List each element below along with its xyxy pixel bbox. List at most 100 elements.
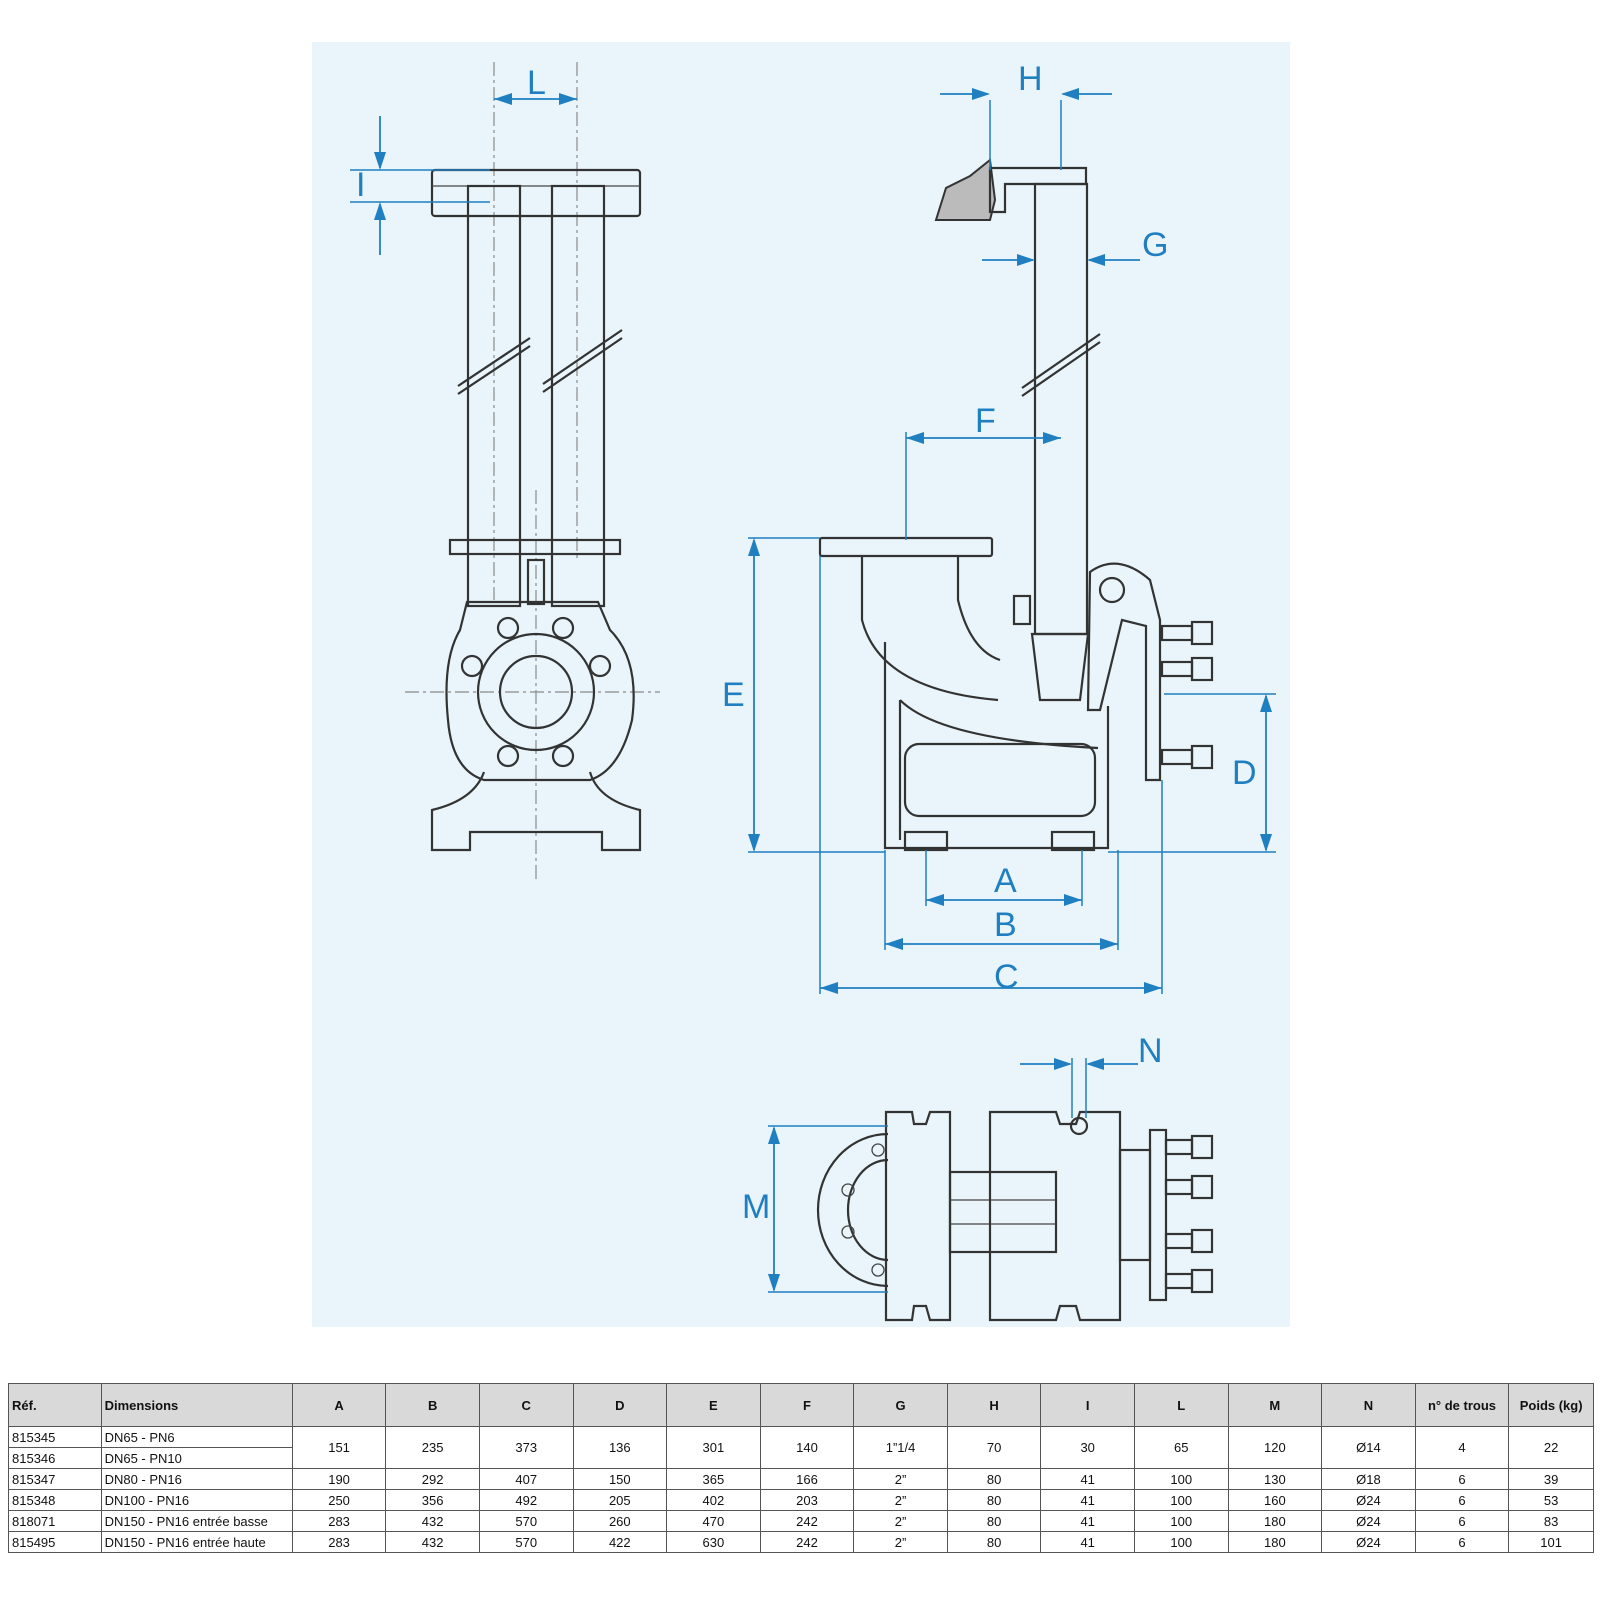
table-cell: 100: [1133, 1468, 1229, 1490]
table-cell: DN65 - PN6: [100, 1426, 293, 1448]
table-cell: 432: [385, 1510, 480, 1532]
table-cell: 100: [1133, 1489, 1229, 1511]
table-cell: 6: [1414, 1468, 1510, 1490]
table-cell: 242: [759, 1510, 855, 1532]
dim-label-c: C: [994, 958, 1019, 996]
table-cell: 470: [666, 1510, 761, 1532]
table-cell: 570: [478, 1531, 574, 1553]
table-cell: 235: [385, 1426, 480, 1469]
table-cell: 136: [572, 1426, 668, 1469]
table-cell: 41: [1040, 1531, 1135, 1553]
table-cell: 30: [1040, 1426, 1135, 1469]
dim-label-f: F: [975, 402, 996, 440]
dim-label-m: M: [742, 1188, 770, 1226]
column-header: G: [853, 1383, 948, 1427]
table-cell: 140: [759, 1426, 855, 1469]
column-header: N: [1321, 1383, 1416, 1427]
table-cell: 39: [1508, 1468, 1594, 1490]
table-cell: 4: [1414, 1426, 1510, 1469]
table-cell: 2”: [853, 1468, 948, 1490]
table-cell: 41: [1040, 1489, 1135, 1511]
table-cell: 1”1/4: [853, 1426, 948, 1469]
table-cell: 41: [1040, 1510, 1135, 1532]
table-cell: 166: [759, 1468, 855, 1490]
table-cell: 570: [478, 1510, 574, 1532]
table-cell: 101: [1508, 1531, 1594, 1553]
table-cell: DN150 - PN16 entrée basse: [100, 1510, 293, 1532]
table-cell: Ø18: [1321, 1468, 1416, 1490]
table-cell: 301: [666, 1426, 761, 1469]
column-header: C: [478, 1383, 574, 1427]
plan-view: M N: [742, 1032, 1214, 1322]
table-cell: 180: [1227, 1531, 1323, 1553]
table-cell: 70: [946, 1426, 1042, 1469]
table-cell: 818071: [8, 1510, 102, 1532]
column-header: L: [1133, 1383, 1229, 1427]
table-cell: 402: [666, 1489, 761, 1511]
table-cell: 815345: [8, 1426, 102, 1448]
plan-anchor-bolts: [1164, 1134, 1214, 1294]
table-cell: 815348: [8, 1489, 102, 1511]
dim-label-n: N: [1138, 1032, 1163, 1070]
dim-label-g: G: [1142, 226, 1168, 264]
table-cell: 407: [478, 1468, 574, 1490]
table-cell: 180: [1227, 1510, 1323, 1532]
table-cell: 150: [572, 1468, 668, 1490]
table-cell: DN80 - PN16: [100, 1468, 293, 1490]
column-header: E: [666, 1383, 761, 1427]
table-cell: 41: [1040, 1468, 1135, 1490]
table-cell: Ø24: [1321, 1531, 1416, 1553]
table-cell: 283: [291, 1510, 387, 1532]
table-cell: 356: [385, 1489, 480, 1511]
dim-label-i: I: [356, 166, 365, 204]
table-cell: 2”: [853, 1531, 948, 1553]
column-header: A: [291, 1383, 387, 1427]
column-header: M: [1227, 1383, 1323, 1427]
table-cell: 283: [291, 1531, 387, 1553]
table-cell: 432: [385, 1531, 480, 1553]
front-view: I L: [350, 62, 660, 880]
table-cell: 6: [1414, 1489, 1510, 1511]
table-cell: 151: [291, 1426, 387, 1469]
technical-drawing: I L: [350, 60, 1276, 1322]
side-view: H G F E D A: [722, 60, 1276, 996]
dim-label-h: H: [1018, 60, 1043, 98]
table-cell: 630: [666, 1531, 761, 1553]
table-cell: 292: [385, 1468, 480, 1490]
table-cell: 260: [572, 1510, 668, 1532]
table-cell: 80: [946, 1531, 1042, 1553]
table-cell: Ø14: [1321, 1426, 1416, 1469]
table-cell: 22: [1508, 1426, 1594, 1469]
table-cell: Ø24: [1321, 1510, 1416, 1532]
table-cell: 100: [1133, 1510, 1229, 1532]
anchor-bolts: [1160, 620, 1214, 770]
dim-label-d: D: [1232, 754, 1257, 792]
table-cell: 2”: [853, 1510, 948, 1532]
table-cell: 373: [478, 1426, 574, 1469]
table-cell: 120: [1227, 1426, 1323, 1469]
table-cell: 815347: [8, 1468, 102, 1490]
table-cell: DN65 - PN10: [100, 1447, 293, 1469]
table-cell: DN100 - PN16: [100, 1489, 293, 1511]
table-cell: 80: [946, 1468, 1042, 1490]
dim-label-e: E: [722, 676, 745, 714]
column-header: D: [572, 1383, 668, 1427]
table-cell: 815495: [8, 1531, 102, 1553]
table-cell: 2”: [853, 1489, 948, 1511]
table-cell: 6: [1414, 1531, 1510, 1553]
table-cell: 205: [572, 1489, 668, 1511]
table-cell: 130: [1227, 1468, 1323, 1490]
column-header: Dimensions: [100, 1383, 293, 1427]
table-cell: 160: [1227, 1489, 1323, 1511]
column-header: Réf.: [8, 1383, 102, 1427]
table-cell: Ø24: [1321, 1489, 1416, 1511]
dim-label-a: A: [994, 862, 1017, 900]
dim-label-b: B: [994, 906, 1017, 944]
